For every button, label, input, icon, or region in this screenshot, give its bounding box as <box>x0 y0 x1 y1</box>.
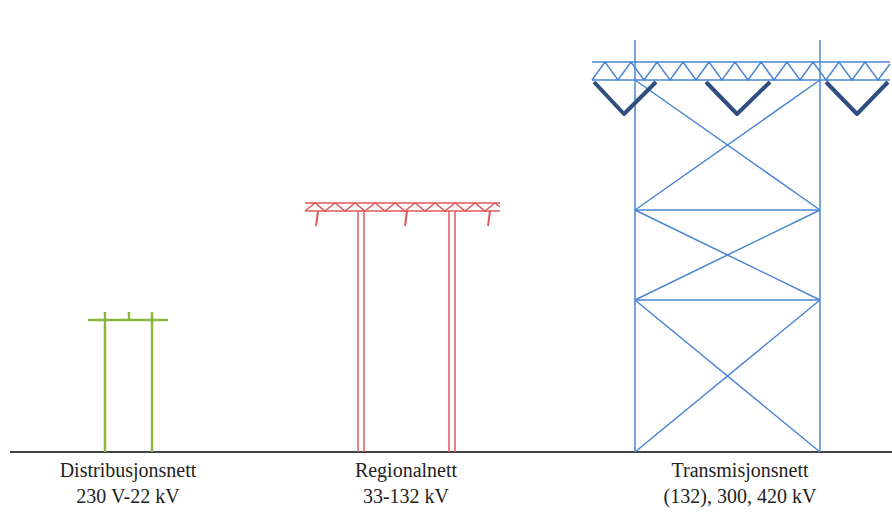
transmission-tower <box>592 40 890 452</box>
distribution-pole <box>88 312 168 452</box>
regional-pole <box>305 203 500 452</box>
voltage-range: 33-132 kV <box>363 484 449 508</box>
network-name: Transmisjonsnett <box>671 458 808 482</box>
network-name: Regionalnett <box>355 458 457 482</box>
ground-line <box>10 451 892 453</box>
network-name: Distribusjonsnett <box>60 458 197 482</box>
v-insulators <box>594 82 888 114</box>
voltage-range: 230 V-22 kV <box>76 484 179 508</box>
voltage-range: (132), 300, 420 kV <box>664 484 817 508</box>
